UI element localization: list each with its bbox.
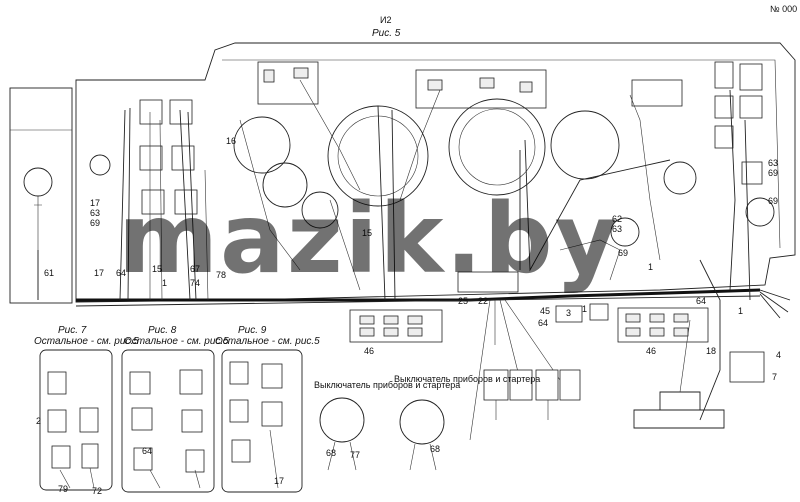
main-harness [76,288,761,302]
switch-panel-3 [631,79,683,107]
gauge-tiny [89,154,111,176]
callout: 25 [458,296,468,306]
gauge-warning-2 [745,197,775,227]
callout: 78 [216,270,226,280]
callout: 17 [90,198,100,208]
diagram-subtitle: Рис. 5 [372,28,401,39]
callout: 69 [768,196,778,206]
callout: 1 [162,278,167,288]
callout: 45 [540,306,550,316]
callout: 46 [646,346,656,356]
connector-block-right [617,307,709,343]
lamp-symbol [23,167,53,197]
callout: 69 [90,218,100,228]
gauge-small-mid [301,191,339,229]
switch-panel-1 [257,61,319,105]
switch-b-caption: Выключатель приборов и стартера [394,374,540,384]
callout: 3 [566,308,571,318]
callouts: 61 17 64 15 1 67 74 78 17 63 69 16 15 63… [36,136,781,496]
callout: 68 [326,448,336,458]
dashboard-inner-edge [222,59,781,249]
callout: 61 [44,268,54,278]
connector-small [457,271,609,323]
callout: 18 [706,346,716,356]
callout: 63 [90,208,100,218]
gauge-large-right [448,98,546,196]
callout: 79 [58,484,68,494]
callout: 7 [772,372,777,382]
corner-mark: № 000 [770,4,797,14]
gauge-warning [663,161,697,195]
gauge-small-right [550,110,620,180]
callout: 64 [116,268,126,278]
callout: 64 [142,446,152,456]
callout: 46 [364,346,374,356]
left-side-panel [9,87,73,304]
callout: 16 [226,136,236,146]
callout: 17 [274,476,284,486]
callout: 1 [582,304,587,314]
callout: 63 [612,224,622,234]
callout: 67 [190,264,200,274]
callout: 64 [538,318,548,328]
switch [293,67,309,79]
callout: 1 [648,262,653,272]
figure-8-frame [121,349,215,493]
figure-7-frame [39,349,113,491]
figure-9-title: Рис. 9 [238,325,267,336]
callout: 4 [776,350,781,360]
figure-switches [47,361,283,489]
callout: 17 [94,268,104,278]
callout: 62 [612,214,622,224]
ignition-leads [327,441,437,471]
callout: 2 [36,416,41,426]
harness-edge [75,295,761,307]
wire-bundles [37,79,751,441]
gauge-warning-3 [610,217,640,247]
figure-8-title: Рис. 8 [148,325,177,336]
callout: 15 [152,264,162,274]
gauge-ring [458,108,536,186]
switch-a-caption: Выключатель приборов и стартера [314,380,460,390]
switch [427,79,443,91]
callout: 22 [478,296,488,306]
callout: 77 [350,450,360,460]
callout: 72 [92,486,102,496]
switch-column-right [714,61,763,185]
figure-9-frame [221,349,303,493]
ignition-switch-b [399,399,445,445]
diagram-title: И2 [380,15,391,25]
switch [519,81,533,93]
figure-8-subtitle: Остальное - см. рис.5 [124,336,229,347]
relay-blocks [483,369,581,420]
callout: 68 [430,444,440,454]
callout: 74 [190,278,200,288]
harness-exit [759,289,791,319]
watermark-text: mazik.by [118,183,619,295]
callout: 63 [768,158,778,168]
callout: 64 [696,296,706,306]
callout: 15 [362,228,372,238]
gauge-small-left [233,116,291,174]
callout: 69 [618,248,628,258]
switch [479,77,495,89]
figure-7-title: Рис. 7 [58,325,87,336]
figure-7-subtitle: Остальное - см. рис.5 [34,336,139,347]
ignition-switch-a [319,397,365,443]
connector-block-left [349,309,443,343]
callout: 1 [738,306,743,316]
socket-component [633,319,765,429]
switch [263,69,275,83]
gauge-small-left-2 [262,162,308,208]
figure-9-subtitle: Остальное - см. рис.5 [215,336,320,347]
callout: 69 [768,168,778,178]
